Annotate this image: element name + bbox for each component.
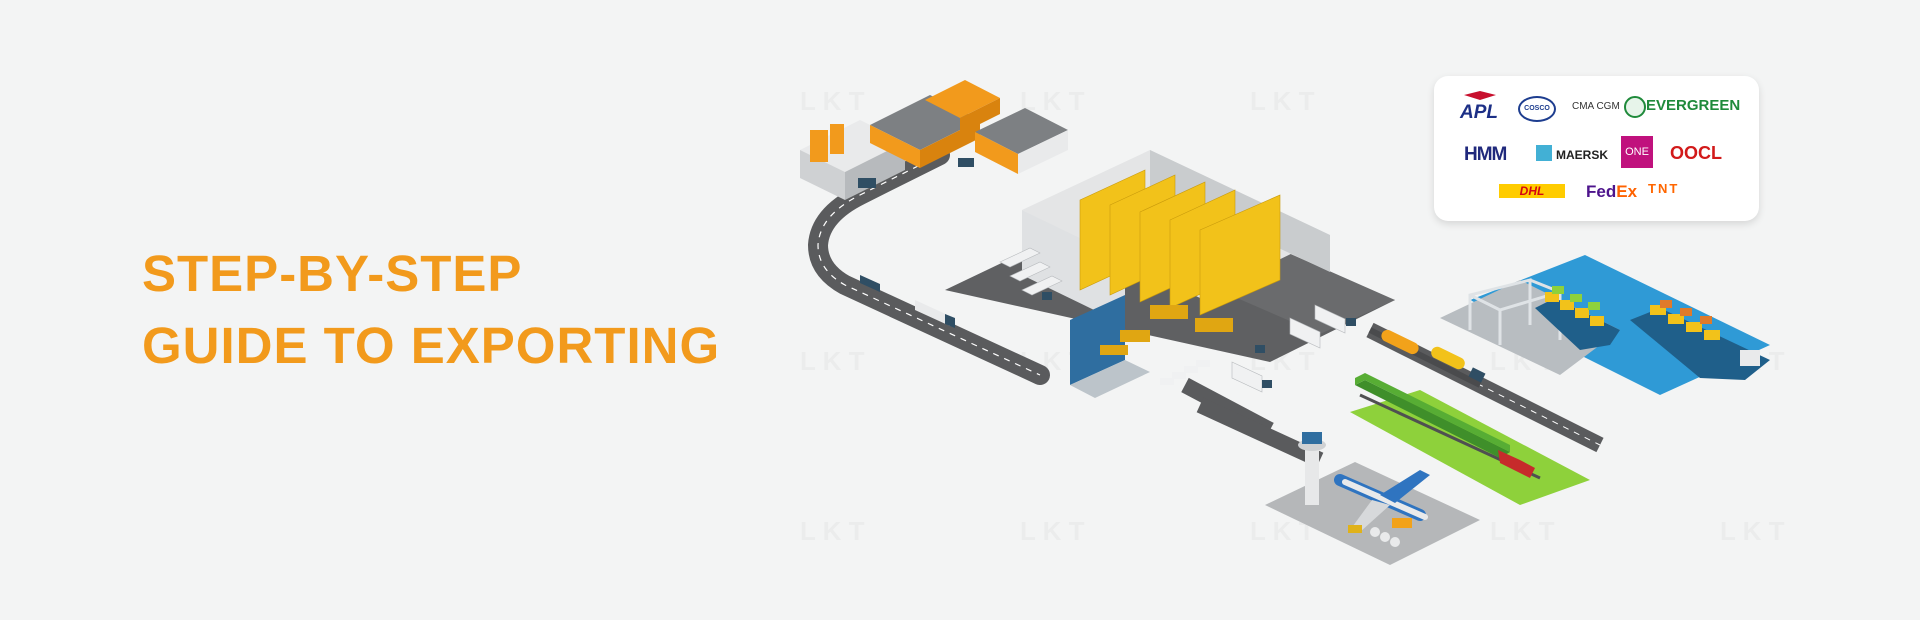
svg-text:L K T: L K T [800, 346, 865, 376]
road-trucks [860, 275, 955, 328]
fedex-ex: Ex [1616, 182, 1638, 201]
partner-logos-card: APL COSCO CMA CGM EVERGREEN HMM MAERSK O… [1434, 76, 1759, 221]
svg-text:L K T: L K T [1720, 516, 1785, 546]
watermark: L K TL K TL K T L K TL K TL K TL K TL K … [800, 86, 1785, 546]
maersk-star-icon [1536, 145, 1552, 161]
logo-fedex: FedEx [1586, 182, 1637, 202]
parked-cars [1160, 360, 1210, 385]
logo-apl: APL [1460, 102, 1498, 123]
svg-text:L K T: L K T [1020, 516, 1085, 546]
evergreen-emblem-icon [1624, 96, 1646, 118]
svg-text:L K T: L K T [1490, 516, 1555, 546]
airport [1265, 432, 1480, 565]
warehouse-building [1022, 150, 1330, 398]
svg-text:L K T: L K T [800, 86, 865, 116]
logo-tnt: TNT [1648, 181, 1680, 196]
hero-title: STEP-BY-STEP GUIDE TO EXPORTING [142, 238, 720, 382]
logo-evergreen: EVERGREEN [1646, 97, 1741, 114]
logo-hmm: HMM [1464, 144, 1507, 165]
svg-text:L K T: L K T [800, 516, 865, 546]
logo-oocl: OOCL [1670, 143, 1722, 163]
logo-dhl: DHL [1499, 184, 1565, 198]
logo-maersk: MAERSK [1556, 148, 1609, 162]
hero-title-line1: STEP-BY-STEP [142, 245, 523, 302]
fedex-fed: Fed [1586, 182, 1617, 201]
rail-field [1350, 373, 1590, 505]
apl-eagle-icon [1464, 91, 1496, 100]
svg-text:L K T: L K T [1250, 86, 1315, 116]
logo-cma-cgm: CMA CGM [1572, 101, 1620, 112]
rail-line [1368, 327, 1486, 388]
logo-cosco: COSCO [1518, 96, 1556, 122]
loading-trucks [999, 247, 1356, 393]
logo-one: ONE [1621, 136, 1653, 168]
factory-complex [800, 80, 1068, 200]
seaport [1440, 255, 1770, 395]
hero-title-line2: GUIDE TO EXPORTING [142, 317, 721, 374]
